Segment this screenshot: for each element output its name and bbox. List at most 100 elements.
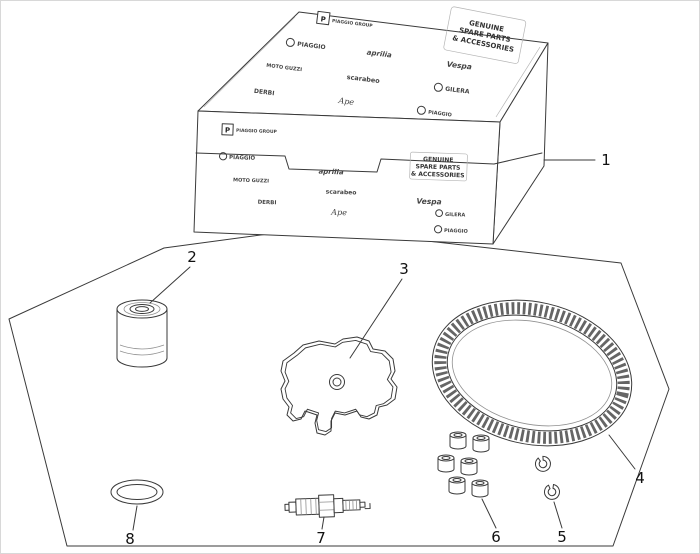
callout-1: 1 <box>601 151 611 169</box>
drive-belt-part <box>431 299 633 447</box>
piaggio-group-mark <box>221 123 234 136</box>
callout-7: 7 <box>316 529 326 547</box>
roller <box>471 479 489 498</box>
plug-shell <box>333 497 344 514</box>
brand-derbi-top: DERBI <box>254 88 275 97</box>
piaggio-logo-icon <box>285 37 295 47</box>
callout-3: 3 <box>399 260 409 278</box>
callout-2: 2 <box>187 248 197 266</box>
brand-motoguzzi-front: MOTO GUZZI <box>233 177 269 184</box>
brand-aprilia-top: aprilia <box>366 49 392 60</box>
brand-label: PIAGGIO <box>444 228 468 235</box>
genuine-line: SPARE PARTS <box>415 163 460 172</box>
brand-label: DERBI <box>254 88 275 97</box>
filter-hole-outer <box>129 304 155 314</box>
lid-rim-right <box>495 46 541 118</box>
brand-piaggio-front: PIAGGIO <box>218 152 256 162</box>
belt-inner-edge <box>446 314 618 432</box>
o-ring-part <box>110 479 164 505</box>
filter-body <box>116 309 168 368</box>
plug-insulator-ribs <box>300 498 317 515</box>
brand-label: Vespa <box>416 197 442 207</box>
gasket-part <box>280 336 398 436</box>
filter-hole-inner <box>135 306 149 312</box>
box-top-printing: P PIAGGIO GROUP GENUINE SPARE PARTS & AC… <box>254 6 527 119</box>
brand-label: scarabeo <box>326 188 357 196</box>
leader-line-8 <box>132 505 138 531</box>
brand-derbi-front: DERBI <box>258 200 277 207</box>
plug-hex <box>318 494 335 518</box>
gasket-center-hole <box>332 377 342 387</box>
brand-label: PIAGGIO <box>297 41 326 51</box>
brand-label: MOTO GUZZI <box>233 177 269 184</box>
callout-4: 4 <box>635 469 645 487</box>
brand-label: MOTO GUZZI <box>266 63 303 73</box>
brand-piaggio-front-2: PIAGGIO <box>433 225 468 235</box>
plug-thread-lines <box>345 499 358 511</box>
leader-line-2 <box>149 266 191 304</box>
brand-label: GILERA <box>445 212 466 219</box>
spark-plug-part <box>284 494 371 518</box>
piaggio-group-mark <box>316 10 331 26</box>
genuine-label-frame <box>443 6 527 64</box>
brand-label: PIAGGIO <box>428 110 452 119</box>
genuine-line: & ACCESSORIES <box>411 171 465 180</box>
brand-label: aprilia <box>366 49 392 60</box>
brand-vespa-top: Vespa <box>446 60 472 72</box>
brand-aprilia-front: aprilia <box>318 168 344 177</box>
brand-piaggio-top: PIAGGIO <box>285 37 326 51</box>
filter-shading <box>119 350 165 356</box>
brand-label: GILERA <box>445 86 470 96</box>
brand-motoguzzi-top: MOTO GUZZI <box>266 63 303 73</box>
plug-ground-electrode <box>364 502 371 510</box>
leader-line-4 <box>608 434 636 470</box>
spare-parts-box: P PIAGGIO GROUP GENUINE SPARE PARTS & AC… <box>193 6 549 245</box>
piaggio-group-logo-front: P PIAGGIO GROUP <box>221 123 278 136</box>
o-ring-inner <box>116 484 158 500</box>
plug-thread <box>342 499 361 511</box>
piaggio-group-letter: P <box>225 126 230 134</box>
lid-seam-right-face <box>493 152 543 165</box>
oil-filter-part <box>116 299 168 368</box>
brand-gilera-front: GILERA <box>435 209 466 219</box>
callout-6: 6 <box>491 528 501 546</box>
belt-teeth <box>434 302 630 444</box>
piaggio-group-logo-top: P PIAGGIO GROUP <box>316 10 374 29</box>
gilera-logo-icon <box>435 209 443 218</box>
filter-ring <box>123 302 161 316</box>
genuine-label-frame <box>409 151 468 182</box>
piaggio-logo-icon <box>433 225 443 234</box>
brand-ape-front: Ape <box>330 208 347 218</box>
leader-line-6 <box>481 498 497 529</box>
lid-rim-left <box>203 16 296 108</box>
plug-terminal <box>288 501 297 513</box>
box-front-printing: P PIAGGIO GROUP GENUINE SPARE PARTS & AC… <box>218 123 468 235</box>
brand-label: DERBI <box>258 200 277 207</box>
roller <box>472 434 490 453</box>
brand-vespa-front: Vespa <box>416 197 442 207</box>
brand-label: Vespa <box>446 60 472 72</box>
piaggio-logo-icon <box>218 152 228 161</box>
callout-5: 5 <box>557 528 567 546</box>
roller <box>449 431 467 450</box>
leader-line-3 <box>349 278 403 359</box>
brand-scarabeo-front: scarabeo <box>326 188 357 196</box>
brand-label: Ape <box>330 208 347 218</box>
brand-piaggio-top-2: PIAGGIO <box>416 105 452 119</box>
brand-label: Ape <box>337 96 355 107</box>
gasket-center-hole-outer <box>329 374 345 390</box>
leader-line-5 <box>553 501 563 529</box>
roller <box>460 457 478 476</box>
box-front-face <box>193 110 501 245</box>
piaggio-group-name: PIAGGIO GROUP <box>236 128 278 135</box>
plug-hex-lines <box>318 501 335 511</box>
callouts: 1 2 3 4 5 6 7 8 <box>125 151 645 548</box>
gilera-logo-icon <box>433 82 443 92</box>
roller <box>437 454 455 473</box>
genuine-label-front: GENUINE SPARE PARTS & ACCESSORIES <box>409 151 468 182</box>
brand-gilera-top: GILERA <box>433 82 470 96</box>
callout-8: 8 <box>125 530 135 548</box>
leader-line-7 <box>321 516 325 530</box>
gasket-inner-outline <box>284 339 394 433</box>
